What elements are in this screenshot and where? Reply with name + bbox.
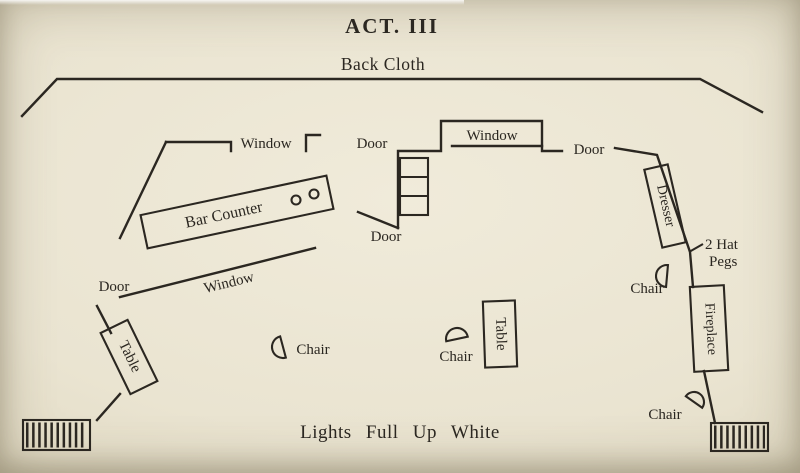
window-bay-label: Window	[466, 128, 517, 144]
fireplace-label: Fireplace	[701, 303, 719, 356]
chair-left-label: Chair	[296, 342, 329, 358]
bar-counter-tap-dot-2	[308, 188, 320, 200]
table-center-label: Table	[492, 317, 509, 351]
back-cloth-line	[20, 77, 764, 118]
table-left	[99, 318, 159, 396]
chair-bottom-right-label: Chair	[648, 407, 681, 423]
bar-counter-tap-dot-1	[290, 194, 302, 206]
table-center	[481, 299, 519, 369]
stair-steps	[400, 175, 428, 198]
hat-pegs-label-line1: 2 Hat	[705, 237, 739, 253]
window-bay-wall	[398, 119, 564, 153]
top-wall-left	[164, 140, 233, 153]
dresser	[643, 163, 687, 249]
hatched-platform-right-outline	[709, 421, 770, 453]
hatched-platform-left-outline	[21, 418, 92, 452]
left-wall-lower	[95, 392, 122, 422]
chair-center-label: Chair	[439, 349, 472, 365]
lighting-note: Lights Full Up White	[300, 422, 500, 443]
left-window-wall	[118, 246, 317, 299]
hatched-platform-left	[21, 418, 92, 452]
fireplace	[688, 284, 730, 373]
chair-symbol-bottom-right	[684, 390, 706, 410]
door-left-label: Door	[99, 279, 130, 295]
back-cloth-label: Back Cloth	[341, 54, 425, 74]
act-title: ACT. III	[345, 14, 439, 38]
door-top-center-label: Door	[357, 136, 388, 152]
chair-right-label: Chair	[630, 281, 663, 297]
scan-edge-highlight	[0, 0, 464, 5]
chair-symbol-center	[444, 326, 470, 343]
window-top-left-label: Window	[240, 136, 291, 152]
right-wall-upper	[613, 146, 695, 289]
stair-block	[398, 156, 430, 217]
right-wall-lower	[702, 369, 717, 425]
hat-pegs-label-line2: Pegs	[709, 254, 738, 270]
door-swing-center	[356, 210, 400, 230]
hatched-platform-right	[709, 421, 770, 453]
chair-symbol-left	[271, 335, 288, 360]
door-top-right-label: Door	[574, 142, 605, 158]
left-wall-upper	[118, 140, 168, 240]
bar-counter	[139, 174, 335, 250]
door-jamb-top-center	[304, 133, 322, 153]
door-center-label: Door	[371, 229, 402, 245]
chair-symbol-right	[654, 263, 670, 289]
hat-pegs-pointer	[688, 243, 704, 253]
